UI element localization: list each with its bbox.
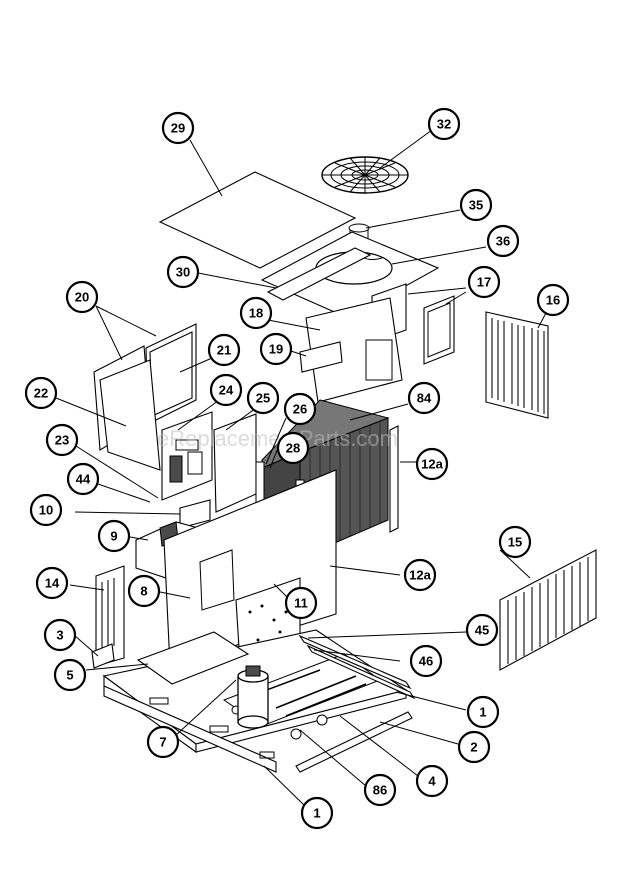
svg-text:12a: 12a xyxy=(421,457,443,472)
svg-text:15: 15 xyxy=(508,535,522,550)
base-rail-left xyxy=(103,685,277,773)
side-grille-part xyxy=(485,311,549,419)
callout-25[interactable]: 25 xyxy=(246,381,280,415)
callout-36[interactable]: 36 xyxy=(486,224,520,258)
callout-bubbles: 29 32 35 36 30 17 16 20 18 21 19 22 24 2… xyxy=(24,107,570,830)
callout-8[interactable]: 8 xyxy=(127,574,161,608)
callout-4[interactable]: 4 xyxy=(415,764,449,798)
svg-text:32: 32 xyxy=(437,117,451,132)
svg-text:36: 36 xyxy=(496,234,510,249)
rail-2 xyxy=(295,711,413,773)
svg-text:3: 3 xyxy=(56,628,63,643)
service-panel-17b xyxy=(423,295,455,365)
callout-84[interactable]: 84 xyxy=(407,381,441,415)
callout-16[interactable]: 16 xyxy=(536,283,570,317)
svg-text:35: 35 xyxy=(469,198,483,213)
svg-text:12a: 12a xyxy=(409,568,431,583)
svg-text:86: 86 xyxy=(373,783,387,798)
svg-text:18: 18 xyxy=(249,306,263,321)
leader-lines xyxy=(55,129,547,806)
svg-text:45: 45 xyxy=(475,623,489,638)
svg-text:2: 2 xyxy=(470,740,477,755)
svg-text:28: 28 xyxy=(286,441,300,456)
parts-drawing: eReplacementParts.com xyxy=(91,156,597,773)
base-rail-right xyxy=(195,689,407,753)
bracket-part-3 xyxy=(91,643,115,669)
callout-29[interactable]: 29 xyxy=(161,111,195,145)
svg-text:14: 14 xyxy=(45,576,60,591)
callout-45[interactable]: 45 xyxy=(465,613,499,647)
svg-text:16: 16 xyxy=(546,293,560,308)
callout-5[interactable]: 5 xyxy=(53,658,87,692)
corner-post-14 xyxy=(95,565,125,667)
callout-12a-middle[interactable]: 12a xyxy=(403,558,437,592)
svg-text:84: 84 xyxy=(417,391,432,406)
svg-text:29: 29 xyxy=(171,121,185,136)
callout-24[interactable]: 24 xyxy=(209,373,243,407)
callout-9[interactable]: 9 xyxy=(97,519,131,553)
top-frame-part xyxy=(266,247,372,301)
front-grille-part xyxy=(499,549,597,671)
bracket-part-19 xyxy=(299,341,343,373)
svg-text:7: 7 xyxy=(159,735,166,750)
svg-text:4: 4 xyxy=(428,774,436,789)
callout-46[interactable]: 46 xyxy=(409,644,443,678)
callout-35[interactable]: 35 xyxy=(459,188,493,222)
svg-text:30: 30 xyxy=(176,265,190,280)
callout-17[interactable]: 17 xyxy=(467,265,501,299)
callout-18[interactable]: 18 xyxy=(239,296,273,330)
callout-19[interactable]: 19 xyxy=(259,332,293,366)
callout-1-right[interactable]: 1 xyxy=(466,695,500,729)
callout-44[interactable]: 44 xyxy=(66,462,100,496)
callout-30[interactable]: 30 xyxy=(166,255,200,289)
callout-11[interactable]: 11 xyxy=(284,586,318,620)
svg-text:24: 24 xyxy=(219,383,234,398)
fan-guard-part xyxy=(321,156,409,194)
svg-text:8: 8 xyxy=(140,584,147,599)
rail-46 xyxy=(306,644,416,700)
svg-text:1: 1 xyxy=(313,806,320,821)
svg-text:17: 17 xyxy=(477,275,491,290)
callout-14[interactable]: 14 xyxy=(35,566,69,600)
svg-text:5: 5 xyxy=(66,668,73,683)
svg-text:11: 11 xyxy=(294,596,308,611)
svg-text:10: 10 xyxy=(39,503,53,518)
callout-22[interactable]: 22 xyxy=(24,376,58,410)
svg-text:9: 9 xyxy=(110,529,117,544)
svg-text:23: 23 xyxy=(55,433,69,448)
callout-3[interactable]: 3 xyxy=(43,618,77,652)
svg-text:44: 44 xyxy=(76,472,91,487)
corner-post-12a xyxy=(389,425,399,533)
bracket-part-10 xyxy=(179,499,211,529)
svg-text:1: 1 xyxy=(479,705,486,720)
svg-text:21: 21 xyxy=(217,343,231,358)
callout-32[interactable]: 32 xyxy=(427,107,461,141)
callout-28[interactable]: 28 xyxy=(276,431,310,465)
callout-23[interactable]: 23 xyxy=(45,423,79,457)
callout-10[interactable]: 10 xyxy=(29,493,63,527)
svg-text:20: 20 xyxy=(75,290,89,305)
svg-text:26: 26 xyxy=(293,402,307,417)
callout-15[interactable]: 15 xyxy=(498,525,532,559)
callout-7[interactable]: 7 xyxy=(146,725,180,759)
callout-12a-upper[interactable]: 12a xyxy=(415,447,449,481)
callout-2[interactable]: 2 xyxy=(457,730,491,764)
svg-text:22: 22 xyxy=(34,386,48,401)
callout-26[interactable]: 26 xyxy=(283,392,317,426)
compressor-part xyxy=(237,665,269,729)
svg-text:25: 25 xyxy=(256,391,270,406)
rail-45 xyxy=(298,634,412,690)
callout-86[interactable]: 86 xyxy=(363,773,397,807)
svg-text:46: 46 xyxy=(419,654,433,669)
callout-21[interactable]: 21 xyxy=(207,333,241,367)
callout-1-bottom[interactable]: 1 xyxy=(300,796,334,830)
front-panel-22 xyxy=(99,359,161,471)
top-panel-part xyxy=(158,171,357,269)
drain-pan-part xyxy=(136,631,250,685)
callout-20[interactable]: 20 xyxy=(65,280,99,314)
svg-text:19: 19 xyxy=(269,342,283,357)
